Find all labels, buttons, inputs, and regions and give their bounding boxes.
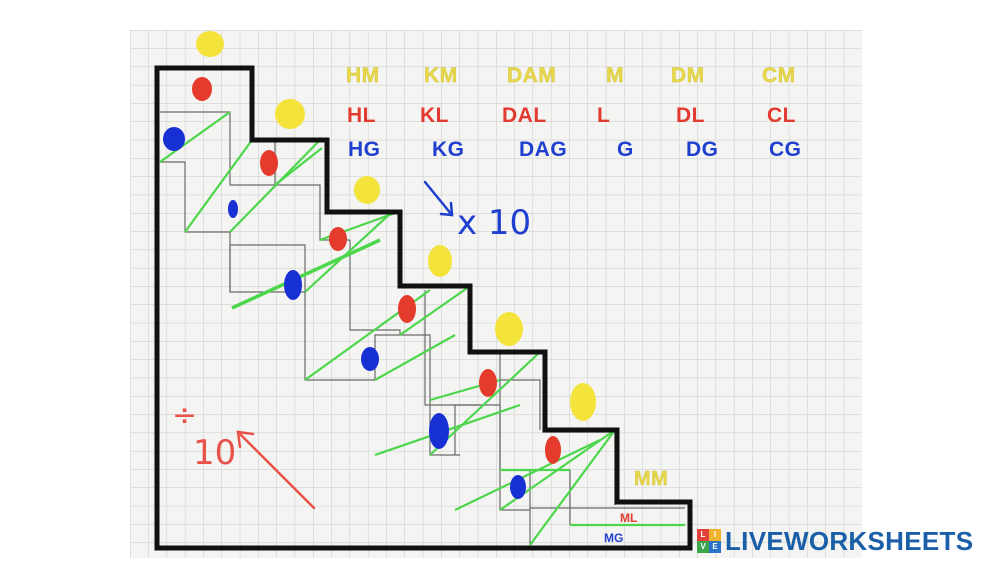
unit-capacity-1: KL: [420, 104, 449, 127]
divide-arrow: [236, 430, 316, 510]
staircase-outline: [154, 65, 693, 551]
unit-length-1: KM: [424, 64, 458, 87]
grid-paper: [130, 30, 862, 558]
yellow-dots: [196, 31, 596, 421]
unit-capacity-3: L: [597, 104, 611, 127]
unit-mass-5: CG: [769, 138, 802, 161]
unit-length-mm: MM: [634, 468, 669, 490]
unit-capacity-2: DAL: [502, 104, 547, 127]
liveworksheets-brand: L I V E LIVEWORKSHEETS: [697, 525, 974, 556]
unit-mass-2: DAG: [519, 138, 568, 161]
unit-mass-4: DG: [686, 138, 719, 161]
blue-dots: [163, 127, 526, 499]
unit-length-0: HM: [346, 64, 380, 87]
divide-number: 10: [193, 433, 237, 473]
unit-mass-3: G: [617, 138, 634, 161]
unit-capacity-0: HL: [347, 104, 376, 127]
unit-mass-0: HG: [348, 138, 381, 161]
liveworksheets-logo-icon: L I V E: [697, 529, 721, 553]
unit-length-4: DM: [671, 64, 705, 87]
unit-capacity-5: CL: [767, 104, 796, 127]
unit-capacity-4: DL: [676, 104, 705, 127]
unit-mass-mg: MG: [604, 531, 624, 545]
multiply-label: x 10: [457, 203, 532, 243]
unit-length-2: DAM: [507, 64, 557, 87]
unit-capacity-ml: ML: [620, 511, 638, 525]
unit-length-3: M: [606, 64, 624, 87]
multiply-arrow: [423, 180, 454, 217]
unit-length-5: CM: [762, 64, 796, 87]
unit-mass-1: KG: [432, 138, 465, 161]
brand-name: LIVEWORKSHEETS: [725, 525, 974, 556]
divide-symbol: ÷: [172, 398, 198, 433]
red-dots: [192, 77, 561, 464]
